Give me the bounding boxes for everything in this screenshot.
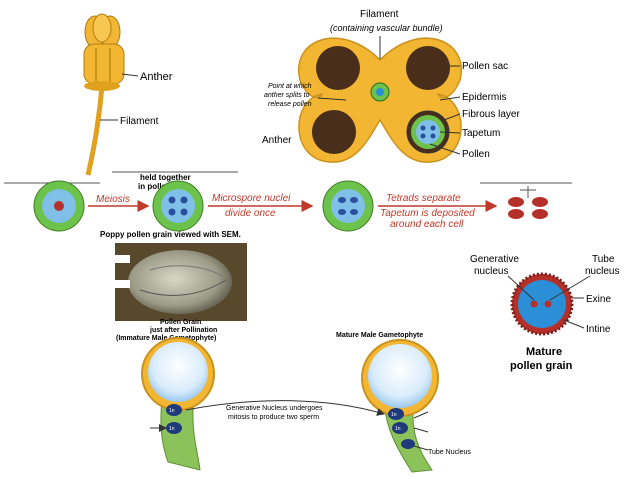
pollen-mother-cell xyxy=(33,180,85,232)
split-leader xyxy=(317,97,347,101)
tapetum xyxy=(416,120,440,144)
split-note-2: anther splits to xyxy=(264,92,310,99)
mature-pollen-grain xyxy=(510,272,574,336)
separated-microspores xyxy=(508,186,548,219)
stamen-anther-leader xyxy=(121,73,139,77)
generative-label-line1: Generative xyxy=(470,254,519,265)
meiosis-label: Meiosis xyxy=(96,194,130,205)
tetrad-cell xyxy=(152,180,204,232)
mitosis-note-line1: Generative Nucleus undergoes xyxy=(226,405,323,412)
tapetum-deposit-line1: Tapetum is deposited xyxy=(380,208,475,219)
mature-nucleus-tag-1: 1n xyxy=(391,412,397,418)
split-note-3: release pollen xyxy=(268,101,312,108)
immature-nucleus-tag-1: 1n xyxy=(169,408,175,414)
immature-title-line3: (Immature Male Gametophyte) xyxy=(116,335,216,342)
stamen-illustration xyxy=(83,13,125,176)
pollen-sac-top-left xyxy=(316,46,360,90)
pollen-sac-top-right xyxy=(406,46,450,90)
stamen-anther-label: Anther xyxy=(140,71,173,83)
pollen-sac-label: Pollen sac xyxy=(462,61,508,72)
mature-gametophyte: 1n 1n xyxy=(361,339,439,473)
anther-filament-title: Filament xyxy=(360,9,399,20)
mature-gametophyte-title: Mature Male Gametophyte xyxy=(336,332,423,339)
tube-nucleus-label: Tube Nucleus xyxy=(428,449,471,456)
tapetum-deposit-line2: around each cell xyxy=(390,219,464,230)
tube-label-line1: Tube xyxy=(592,254,615,265)
pollen-label: Pollen xyxy=(462,149,490,160)
intine-label: Intine xyxy=(586,324,611,335)
immature-title-line1: Pollen Grain xyxy=(160,319,201,326)
stamen-filament-label: Filament xyxy=(120,116,159,127)
generative-label-line2: nucleus xyxy=(474,266,508,277)
mitosis-arrow xyxy=(185,400,385,416)
anther-section-label: Anther xyxy=(262,135,292,146)
anther-filament-subtitle: (containing vascular bundle) xyxy=(330,23,443,33)
split-note-1: Point at which xyxy=(268,83,312,90)
mature-nucleus-tag-2: 1n xyxy=(395,426,401,432)
fibrous-layer-label: Fibrous layer xyxy=(462,109,520,120)
immature-nucleus-tag-2: 1n xyxy=(169,426,175,432)
immature-title-line2: just after Pollination xyxy=(149,327,217,334)
pollen-sac-bottom-left xyxy=(312,110,356,154)
tapetum-label: Tapetum xyxy=(462,128,500,139)
sem-caption: Poppy pollen grain viewed with SEM. xyxy=(100,230,241,239)
held-together-line1: held together xyxy=(140,173,191,182)
tetrads-separate-label: Tetrads separate xyxy=(386,193,461,204)
epidermis-label: Epidermis xyxy=(462,92,506,103)
mature-title-line2: pollen grain xyxy=(510,360,573,372)
divided-tetrad-cell xyxy=(322,180,374,232)
microspore-line2: divide once xyxy=(225,208,276,219)
exine-label: Exine xyxy=(586,294,611,305)
anther-cross-section xyxy=(297,37,463,163)
immature-gametophyte: 1n 1n xyxy=(141,337,215,471)
mitosis-note-line2: mitosis to produce two sperm xyxy=(228,414,319,421)
mature-title-line1: Mature xyxy=(526,346,562,358)
microspore-line1: Microspore nuclei xyxy=(212,193,291,204)
sem-pollen-image xyxy=(115,243,247,321)
tube-label-line2: nucleus xyxy=(585,266,619,277)
